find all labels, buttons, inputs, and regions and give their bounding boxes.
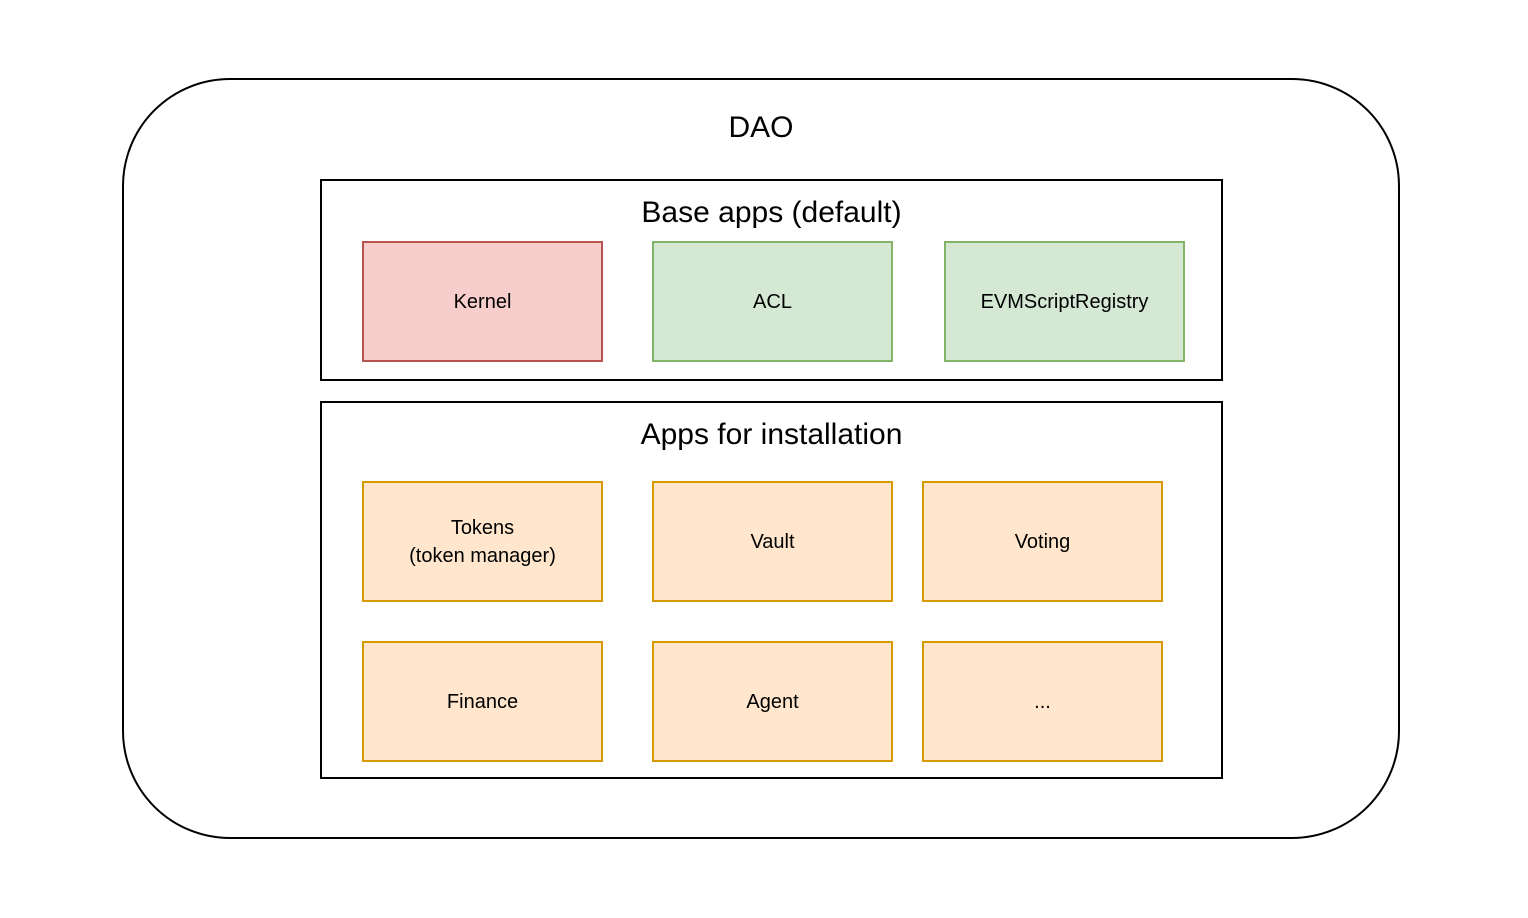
node-vault: Vault: [652, 481, 893, 602]
node-acl: ACL: [652, 241, 893, 362]
node-voting: Voting: [922, 481, 1163, 602]
node-finance: Finance: [362, 641, 603, 762]
node-agent: Agent: [652, 641, 893, 762]
node-ellipsis: ...: [922, 641, 1163, 762]
dao-title: DAO: [728, 111, 794, 144]
base-apps-section: Base apps (default) Kernel ACL EVMScript…: [320, 179, 1223, 381]
node-tokens-token-manager: Tokens (token manager): [362, 481, 603, 602]
node-evmscriptregistry: EVMScriptRegistry: [944, 241, 1185, 362]
base-apps-section-title: Base apps (default): [641, 196, 902, 229]
node-kernel: Kernel: [362, 241, 603, 362]
apps-for-installation-section: Apps for installation Tokens (token mana…: [320, 401, 1223, 779]
apps-for-installation-section-title: Apps for installation: [640, 418, 903, 451]
